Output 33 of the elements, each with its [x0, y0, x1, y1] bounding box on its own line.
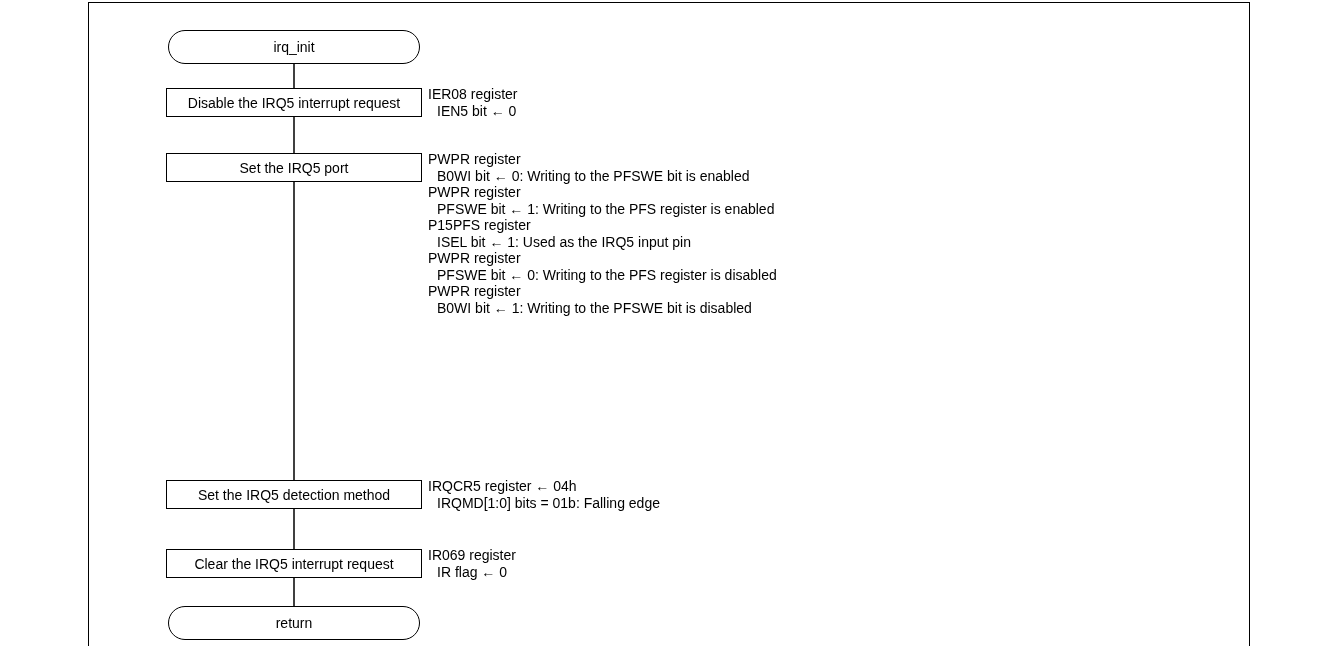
register-note: P15PFS register: [428, 217, 532, 234]
process-box: [166, 549, 422, 578]
register-note: PWPR register: [428, 250, 522, 267]
node-label: return: [275, 615, 313, 631]
node-label: irq_init: [273, 39, 315, 55]
node-label: Clear the IRQ5 interrupt request: [194, 555, 394, 572]
node-label: Set the IRQ5 detection method: [197, 486, 391, 503]
register-note: IR flag ← 0: [436, 563, 509, 580]
register-note: PFSWE bit ← 1: Writing to the PFS register is enabled: [436, 200, 776, 217]
register-note: ISEL bit ← 1: Used as the IRQ5 input pin: [436, 233, 692, 250]
process-box: [166, 153, 422, 182]
terminator: [168, 30, 420, 64]
connector-line: [293, 181, 295, 481]
register-note: IR069 register: [428, 547, 516, 564]
register-note: PWPR register: [428, 151, 522, 168]
connector-line: [293, 577, 295, 607]
register-note: PWPR register: [428, 184, 522, 201]
node-label: Set the IRQ5 port: [239, 159, 349, 176]
register-note: PWPR register: [428, 283, 522, 300]
connector-line: [293, 508, 295, 550]
register-note: IRQMD[1:0] bits = 01b: Falling edge: [436, 494, 660, 511]
register-note: PFSWE bit ← 0: Writing to the PFS register is disabled: [436, 266, 777, 283]
connector-line: [293, 63, 295, 89]
register-note: B0WI bit ← 0: Writing to the PFSWE bit is enabled: [436, 167, 751, 184]
node-label: Disable the IRQ5 interrupt request: [187, 94, 401, 111]
process-box: [166, 88, 422, 117]
register-note: IEN5 bit ← 0: [436, 102, 518, 119]
process-box: [166, 480, 422, 509]
terminator: [168, 606, 420, 640]
connector-line: [293, 116, 295, 154]
register-note: B0WI bit ← 1: Writing to the PFSWE bit is disabled: [436, 299, 753, 316]
register-note: IRQCR5 register ← 04h: [428, 478, 578, 495]
register-note: IER08 register: [428, 86, 518, 103]
